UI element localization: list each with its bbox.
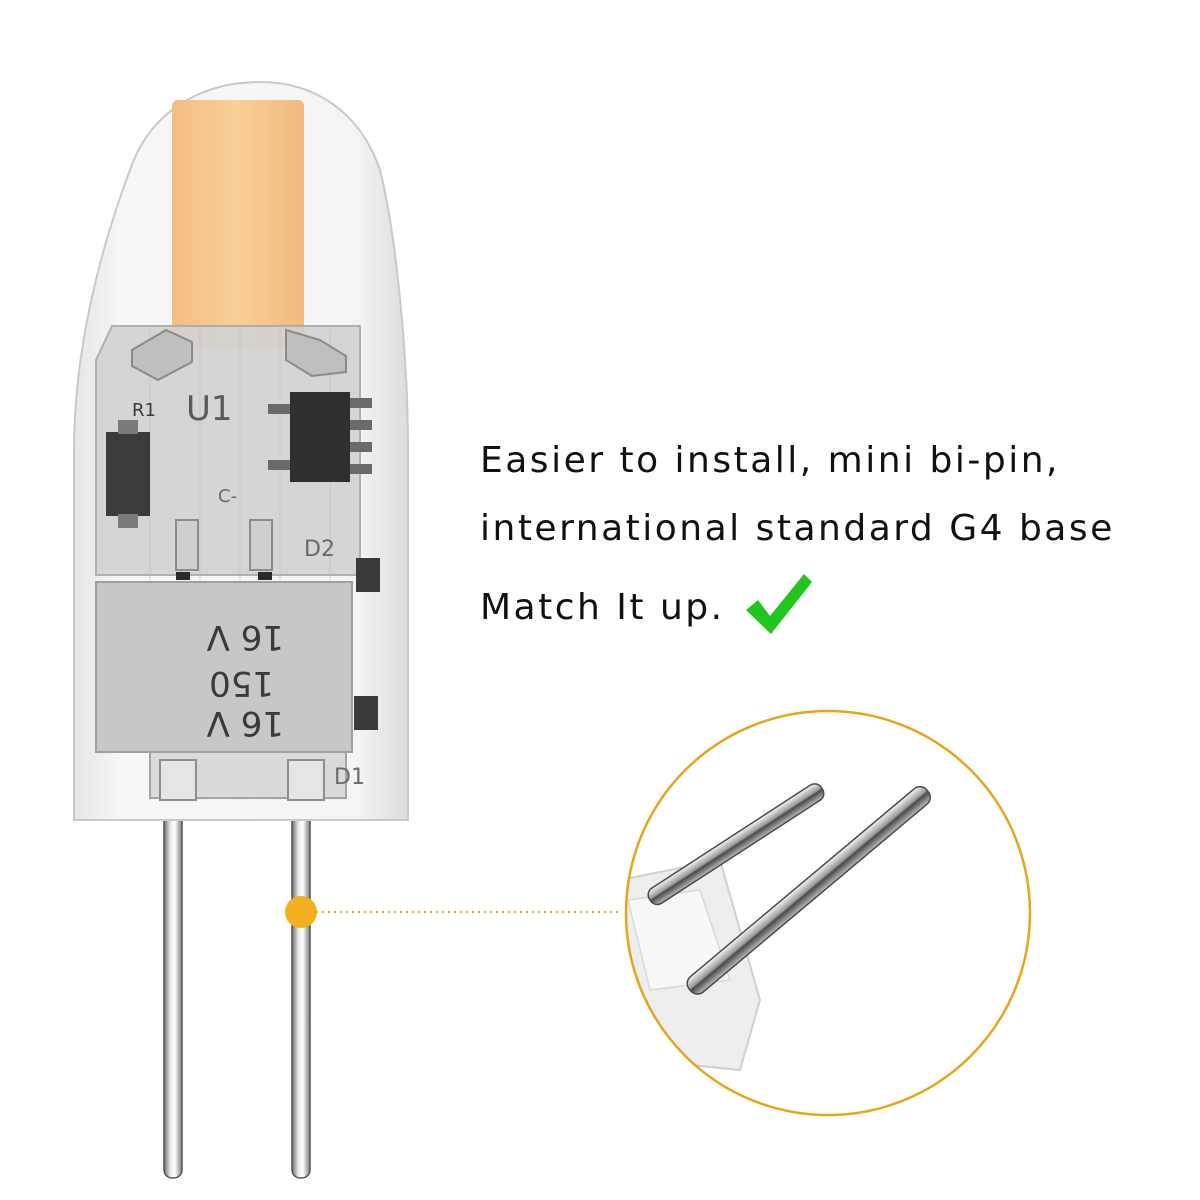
resistor-r1 [106, 432, 150, 516]
diode-d1 [354, 696, 378, 730]
marking-voltage-top: 16 V [207, 703, 284, 743]
marking-c: C- [218, 486, 237, 507]
orange-dot-pointer-icon [285, 896, 317, 928]
marking-d2: D2 [304, 537, 335, 562]
left-pin [163, 789, 183, 1179]
marking-capacitance: 150 [209, 663, 274, 703]
description-line-3: Match It up. [480, 587, 725, 628]
magnified-pin-detail [624, 709, 1032, 1117]
right-pin [291, 789, 311, 1179]
marking-r1: R1 [132, 400, 156, 421]
ic-chip [290, 392, 350, 482]
marking-u1: U1 [186, 389, 233, 429]
bulb-pins [163, 789, 311, 1179]
marking-d1: D1 [334, 765, 365, 790]
diode-d2 [356, 558, 380, 592]
description-line-1: Easier to install, mini bi-pin, [480, 440, 1060, 481]
capacitor-block [95, 581, 353, 801]
zoom-pointer [285, 896, 622, 928]
circuit-board [95, 325, 380, 800]
marking-voltage-bottom: 16 V [207, 617, 284, 657]
green-checkmark-icon [746, 574, 812, 634]
description-line-2: international standard G4 base [480, 508, 1115, 549]
led-chip [172, 100, 304, 348]
